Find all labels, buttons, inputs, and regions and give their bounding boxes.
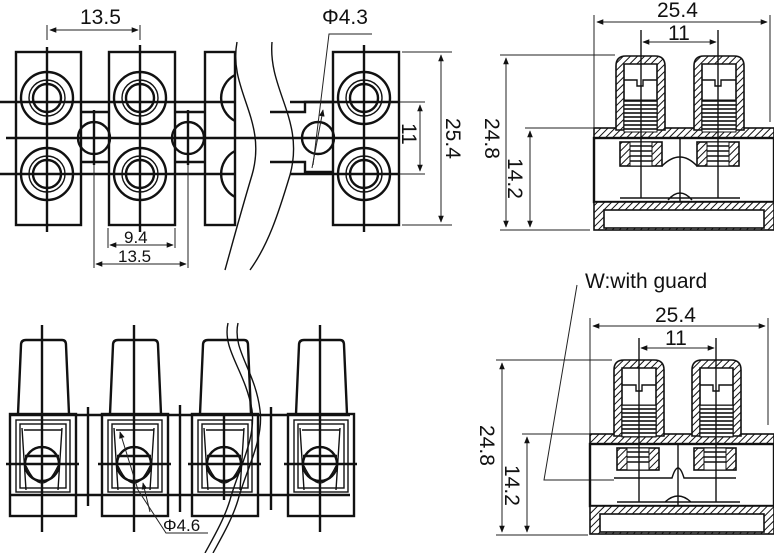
front-view: Φ4.6 (6, 322, 357, 553)
terminal-unit (6, 325, 79, 532)
centerline (0, 100, 400, 176)
guard-dim-base-height: 14.2 (500, 465, 523, 506)
break-line (224, 41, 257, 271)
wire (204, 322, 254, 553)
side-dim-screw-spacing: 11 (668, 22, 690, 45)
terminal-unit (284, 325, 357, 532)
terminal-unit (98, 325, 171, 532)
dim-slot-width: 9.4 (124, 228, 148, 247)
side-view: 25.4 11 24.8 14.2 (480, 0, 774, 231)
dim-row-spacing: 11 (397, 123, 420, 145)
dim-wire-hole-diameter: Φ4.6 (163, 516, 200, 535)
wire (212, 322, 262, 553)
dim-pitch-bottom: 13.5 (118, 247, 151, 266)
dim-hole-diameter: Φ4.3 (322, 6, 368, 29)
break-line (249, 41, 295, 271)
side-dim-overall-width: 25.4 (657, 0, 698, 22)
dim-pitch-top: 13.5 (80, 6, 121, 29)
guard-note: W:with guard (585, 270, 707, 293)
side-view-guard: W:with guard 25.4 11 24.8 14.2 (475, 270, 774, 536)
guard-dim-screw-spacing: 11 (665, 327, 687, 350)
guard-dim-overall-width: 25.4 (655, 304, 696, 327)
terminal-unit (188, 338, 261, 518)
top-view: 13.5 9.4 13.5 Φ4.3 11 25.4 (0, 6, 464, 271)
dim-overall-width: 25.4 (441, 118, 464, 159)
centerline (45, 45, 366, 232)
side-dim-overall-height: 24.8 (480, 118, 503, 159)
guard-dim-overall-height: 24.8 (475, 425, 498, 466)
side-dim-base-height: 14.2 (503, 158, 526, 199)
